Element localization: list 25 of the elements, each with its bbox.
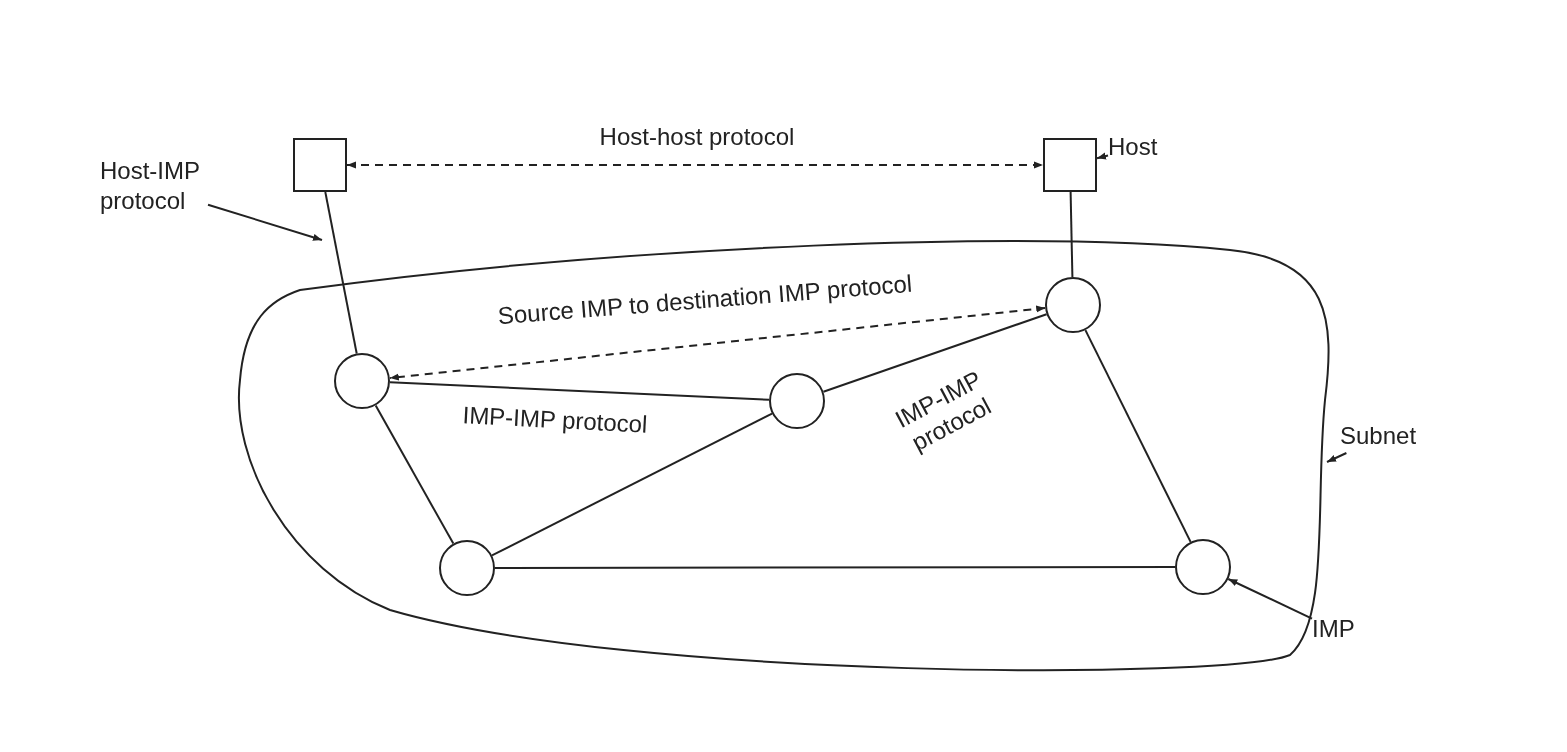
connector-line	[389, 381, 770, 401]
imp-circle	[334, 353, 390, 409]
dashed-arrow	[346, 161, 1044, 169]
connector-line	[1084, 329, 1192, 543]
leader-line	[207, 203, 323, 241]
callout-text: Subnet	[1340, 421, 1422, 451]
callout-text: Host	[1108, 132, 1168, 162]
leader-line	[1096, 152, 1109, 160]
imp-circle	[769, 373, 825, 429]
callout-text: Host-IMP protocol	[100, 156, 208, 216]
host-box	[1043, 138, 1097, 192]
imp-circle	[1045, 277, 1101, 333]
callout-text: IMP	[1312, 614, 1360, 644]
connector-line	[1069, 191, 1074, 278]
leader-line	[1326, 452, 1348, 463]
leader-line	[1227, 578, 1313, 620]
dashed-arrow	[388, 305, 1047, 381]
host-box	[293, 138, 347, 192]
connector-line	[491, 412, 773, 557]
imp-circle	[439, 540, 495, 596]
connector-line	[822, 313, 1048, 393]
imp-circle	[1175, 539, 1231, 595]
connector-line	[374, 404, 455, 545]
connector-line	[494, 566, 1176, 569]
connector-line	[324, 191, 358, 355]
